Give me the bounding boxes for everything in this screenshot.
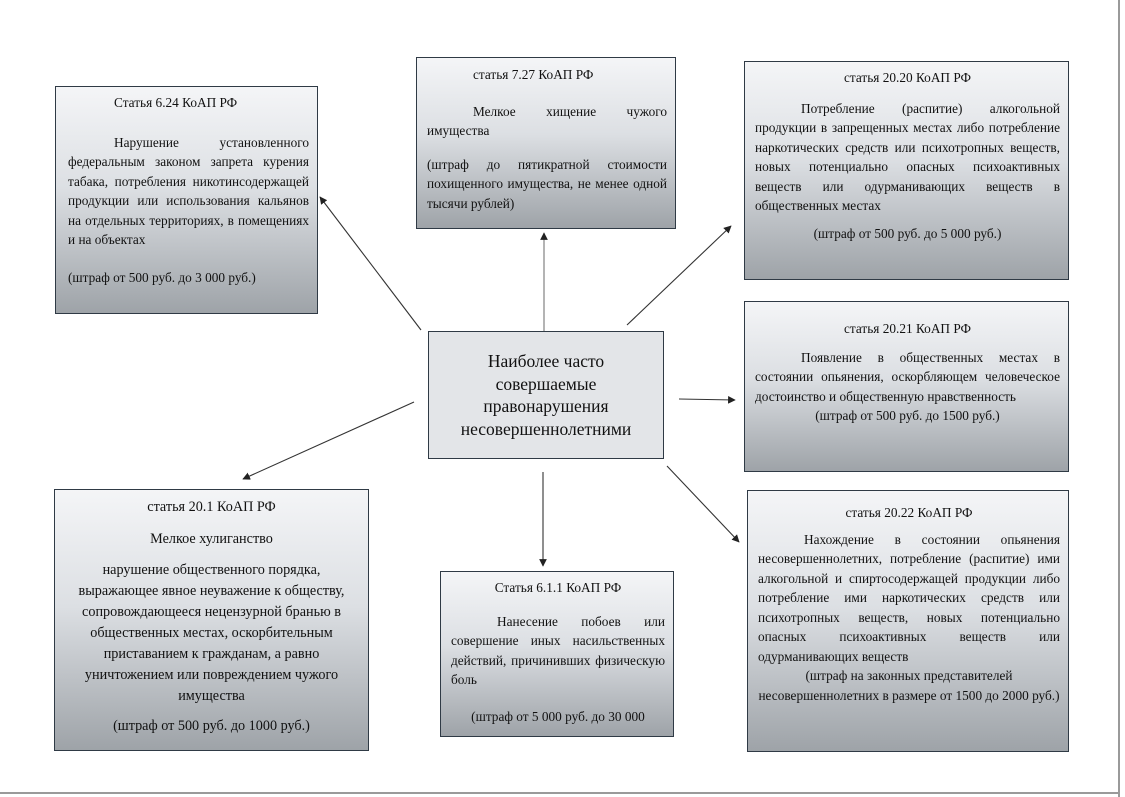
article-20-20-box: статья 20.20 КоАП РФ Потребление (распит… bbox=[744, 61, 1069, 280]
page-edge-right bbox=[1118, 0, 1120, 797]
arrow-to-6-24 bbox=[319, 196, 422, 331]
article-6-1-1-fine: (штраф от 5 000 руб. до 30 000 bbox=[471, 708, 645, 724]
article-20-1-subtitle: Мелкое хулиганство bbox=[150, 531, 273, 547]
article-20-20-title: статья 20.20 КоАП РФ bbox=[843, 70, 972, 85]
article-7-27-box: статья 7.27 КоАП РФ Мелкое хищение чужог… bbox=[416, 57, 676, 229]
article-20-1-title: статья 20.1 КоАП РФ bbox=[147, 499, 276, 515]
article-20-1-fine: (штраф от 500 руб. до 1000 руб.) bbox=[113, 718, 310, 734]
page-edge-bottom bbox=[0, 792, 1120, 794]
article-6-24-title: Статья 6.24 КоАП РФ bbox=[114, 95, 238, 110]
article-20-1-box: статья 20.1 КоАП РФ Мелкое хулиганство н… bbox=[54, 489, 369, 751]
article-20-21-fine: (штраф от 500 руб. до 1500 руб.) bbox=[815, 408, 1000, 423]
arrow-to-20-1 bbox=[242, 401, 415, 480]
article-6-1-1-title: Статья 6.1.1 КоАП РФ bbox=[494, 580, 622, 595]
article-20-22-title: статья 20.22 КоАП РФ bbox=[845, 505, 973, 520]
article-6-24-box: Статья 6.24 КоАП РФ Нарушение установлен… bbox=[55, 86, 318, 314]
arrow-to-20-21 bbox=[678, 396, 736, 404]
article-7-27-fine: (штраф до пятикратной стоимости похищенн… bbox=[427, 156, 667, 211]
article-20-21-description: Появление в общественных местах в состоя… bbox=[755, 349, 1060, 404]
article-20-20-fine: (штраф от 500 руб. до 5 000 руб.) bbox=[813, 225, 1002, 241]
article-6-1-1-box: Статья 6.1.1 КоАП РФ Нанесение побоев ил… bbox=[440, 571, 674, 737]
article-7-27-description: Мелкое хищение чужого имущества bbox=[427, 103, 667, 139]
article-20-1-description: нарушение общественного порядка, выражаю… bbox=[78, 562, 345, 704]
article-20-21-box: статья 20.21 КоАП РФ Появление в обществ… bbox=[744, 301, 1069, 472]
arrow-to-20-20 bbox=[626, 225, 732, 326]
arrow-to-20-22 bbox=[666, 465, 740, 543]
article-6-24-description: Нарушение установленного федеральным зак… bbox=[68, 134, 309, 248]
center-topic-title: Наиболее часто совершаемые правонарушени… bbox=[460, 351, 632, 439]
article-20-21-title: статья 20.21 КоАП РФ bbox=[843, 321, 972, 336]
article-7-27-title: статья 7.27 КоАП РФ bbox=[473, 67, 594, 82]
center-topic-box: Наиболее часто совершаемые правонарушени… bbox=[428, 331, 664, 459]
article-6-1-1-description: Нанесение побоев или совершение иных нас… bbox=[451, 613, 665, 688]
article-6-24-fine: (штраф от 500 руб. до 3 000 руб.) bbox=[68, 269, 256, 285]
article-20-22-box: статья 20.22 КоАП РФ Нахождение в состоя… bbox=[747, 490, 1069, 752]
article-20-22-fine: (штраф на законных представителей несове… bbox=[758, 668, 1060, 703]
article-20-22-description: Нахождение в состоянии опьянения несовер… bbox=[758, 531, 1060, 664]
article-20-20-description: Потребление (распитие) алкогольной проду… bbox=[755, 100, 1060, 214]
